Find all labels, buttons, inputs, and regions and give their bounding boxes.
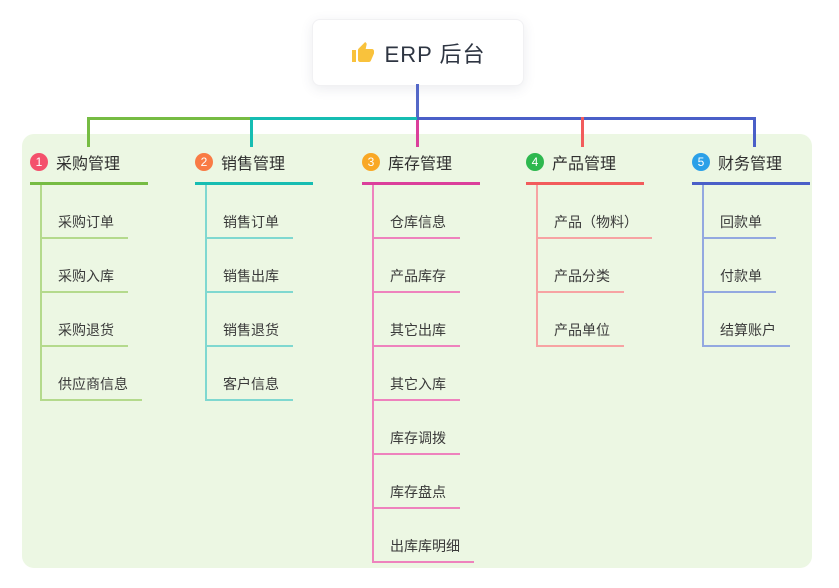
mindmap-leaf[interactable]: 仓库信息: [372, 212, 460, 239]
branch-child-line: [372, 185, 374, 563]
mindmap-leaf[interactable]: 其它入库: [372, 374, 460, 401]
connector-h-purchase: [87, 117, 250, 120]
branch-number-badge: 2: [195, 153, 213, 171]
branch-number-badge: 5: [692, 153, 710, 171]
branch-finance: 5 财务管理 回款单 付款单 结算账户: [692, 150, 822, 347]
mindmap-leaf[interactable]: 产品单位: [536, 320, 624, 347]
connector-h-sales: [250, 117, 417, 120]
branch-child-line: [40, 185, 42, 401]
mindmap-leaf[interactable]: 回款单: [702, 212, 776, 239]
mindmap-leaf[interactable]: 出库库明细: [372, 536, 474, 563]
connector-v-product: [581, 117, 584, 147]
mindmap-leaf[interactable]: 销售退货: [205, 320, 293, 347]
mindmap-leaf[interactable]: 库存盘点: [372, 482, 460, 509]
canvas-panel: [22, 134, 812, 568]
mindmap-leaf[interactable]: 客户信息: [205, 374, 293, 401]
mindmap-leaf[interactable]: 销售订单: [205, 212, 293, 239]
root-connector-line: [416, 84, 419, 118]
branch-product: 4 产品管理 产品（物料） 产品分类 产品单位: [526, 150, 656, 347]
branch-child-line: [205, 185, 207, 401]
mindmap-leaf[interactable]: 供应商信息: [40, 374, 142, 401]
mindmap-leaf[interactable]: 采购入库: [40, 266, 128, 293]
branch-child-line: [702, 185, 704, 347]
branch-purchase-title[interactable]: 1 采购管理: [30, 150, 148, 185]
connector-v-purchase: [87, 117, 90, 147]
branch-product-title[interactable]: 4 产品管理: [526, 150, 644, 185]
root-node[interactable]: ERP 后台: [312, 19, 524, 86]
mindmap-leaf[interactable]: 付款单: [702, 266, 776, 293]
mindmap-leaf[interactable]: 结算账户: [702, 320, 790, 347]
branch-sales: 2 销售管理 销售订单 销售出库 销售退货 客户信息: [195, 150, 325, 401]
branch-purchase: 1 采购管理 采购订单 采购入库 采购退货 供应商信息: [30, 150, 160, 401]
thumbs-up-icon: [351, 41, 375, 65]
mindmap-leaf[interactable]: 销售出库: [205, 266, 293, 293]
branch-sales-title[interactable]: 2 销售管理: [195, 150, 313, 185]
mindmap-leaf[interactable]: 产品分类: [536, 266, 624, 293]
connector-v-inventory: [416, 120, 419, 147]
branch-number-badge: 4: [526, 153, 544, 171]
mindmap-leaf[interactable]: 产品库存: [372, 266, 460, 293]
branch-number-badge: 3: [362, 153, 380, 171]
connector-v-finance: [753, 117, 756, 147]
branch-inventory: 3 库存管理 仓库信息 产品库存 其它出库 其它入库 库存调拨 库存盘点 出库库…: [362, 150, 492, 563]
mindmap-leaf[interactable]: 采购退货: [40, 320, 128, 347]
branch-inventory-title[interactable]: 3 库存管理: [362, 150, 480, 185]
branch-number-badge: 1: [30, 153, 48, 171]
mindmap-leaf[interactable]: 其它出库: [372, 320, 460, 347]
mindmap-leaf[interactable]: 产品（物料）: [536, 212, 652, 239]
branch-child-line: [536, 185, 538, 347]
connector-v-sales: [250, 117, 253, 147]
mindmap-leaf[interactable]: 库存调拨: [372, 428, 460, 455]
branch-finance-title[interactable]: 5 财务管理: [692, 150, 810, 185]
root-title: ERP 后台: [384, 41, 486, 67]
mindmap-leaf[interactable]: 采购订单: [40, 212, 128, 239]
connector-h-finance: [417, 117, 755, 120]
